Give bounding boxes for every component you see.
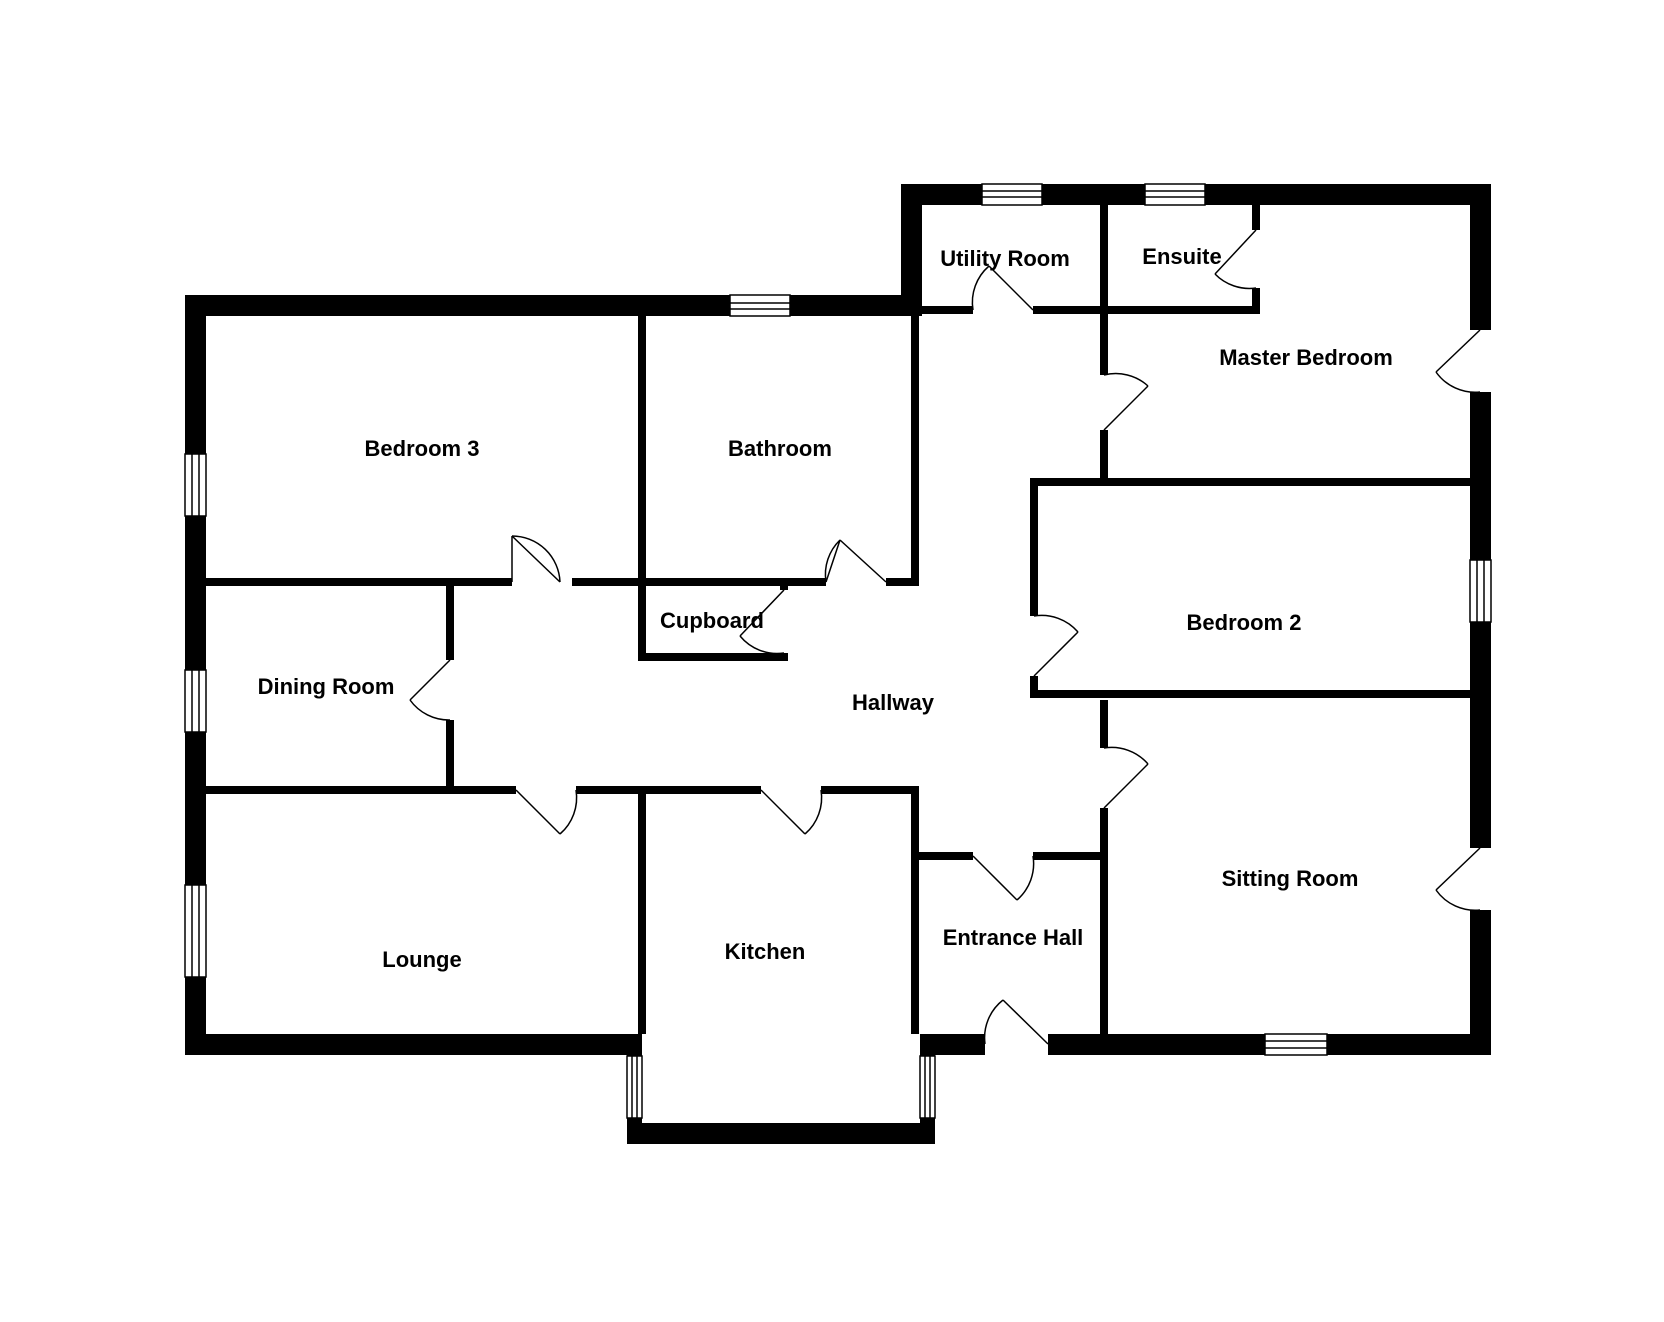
internal-walls: [206, 205, 1470, 1034]
label-lounge: Lounge: [382, 947, 461, 972]
external-openings: [184, 183, 1492, 1118]
room-labels: Bedroom 3 Bathroom Utility Room Ensuite …: [258, 244, 1393, 972]
label-kitchen: Kitchen: [725, 939, 806, 964]
label-sitting-room: Sitting Room: [1222, 866, 1359, 891]
door-swings: [409, 229, 1481, 1045]
label-master-bedroom: Master Bedroom: [1219, 345, 1393, 370]
window-glazing: [184, 183, 1492, 1119]
label-bedroom-3: Bedroom 3: [365, 436, 480, 461]
external-walls: [185, 184, 1491, 1144]
label-dining-room: Dining Room: [258, 674, 395, 699]
label-bathroom: Bathroom: [728, 436, 832, 461]
label-bedroom-2: Bedroom 2: [1187, 610, 1302, 635]
label-ensuite: Ensuite: [1142, 244, 1221, 269]
label-entrance-hall: Entrance Hall: [943, 925, 1084, 950]
label-cupboard: Cupboard: [660, 608, 764, 633]
label-utility-room: Utility Room: [940, 246, 1070, 271]
label-hallway: Hallway: [852, 690, 935, 715]
